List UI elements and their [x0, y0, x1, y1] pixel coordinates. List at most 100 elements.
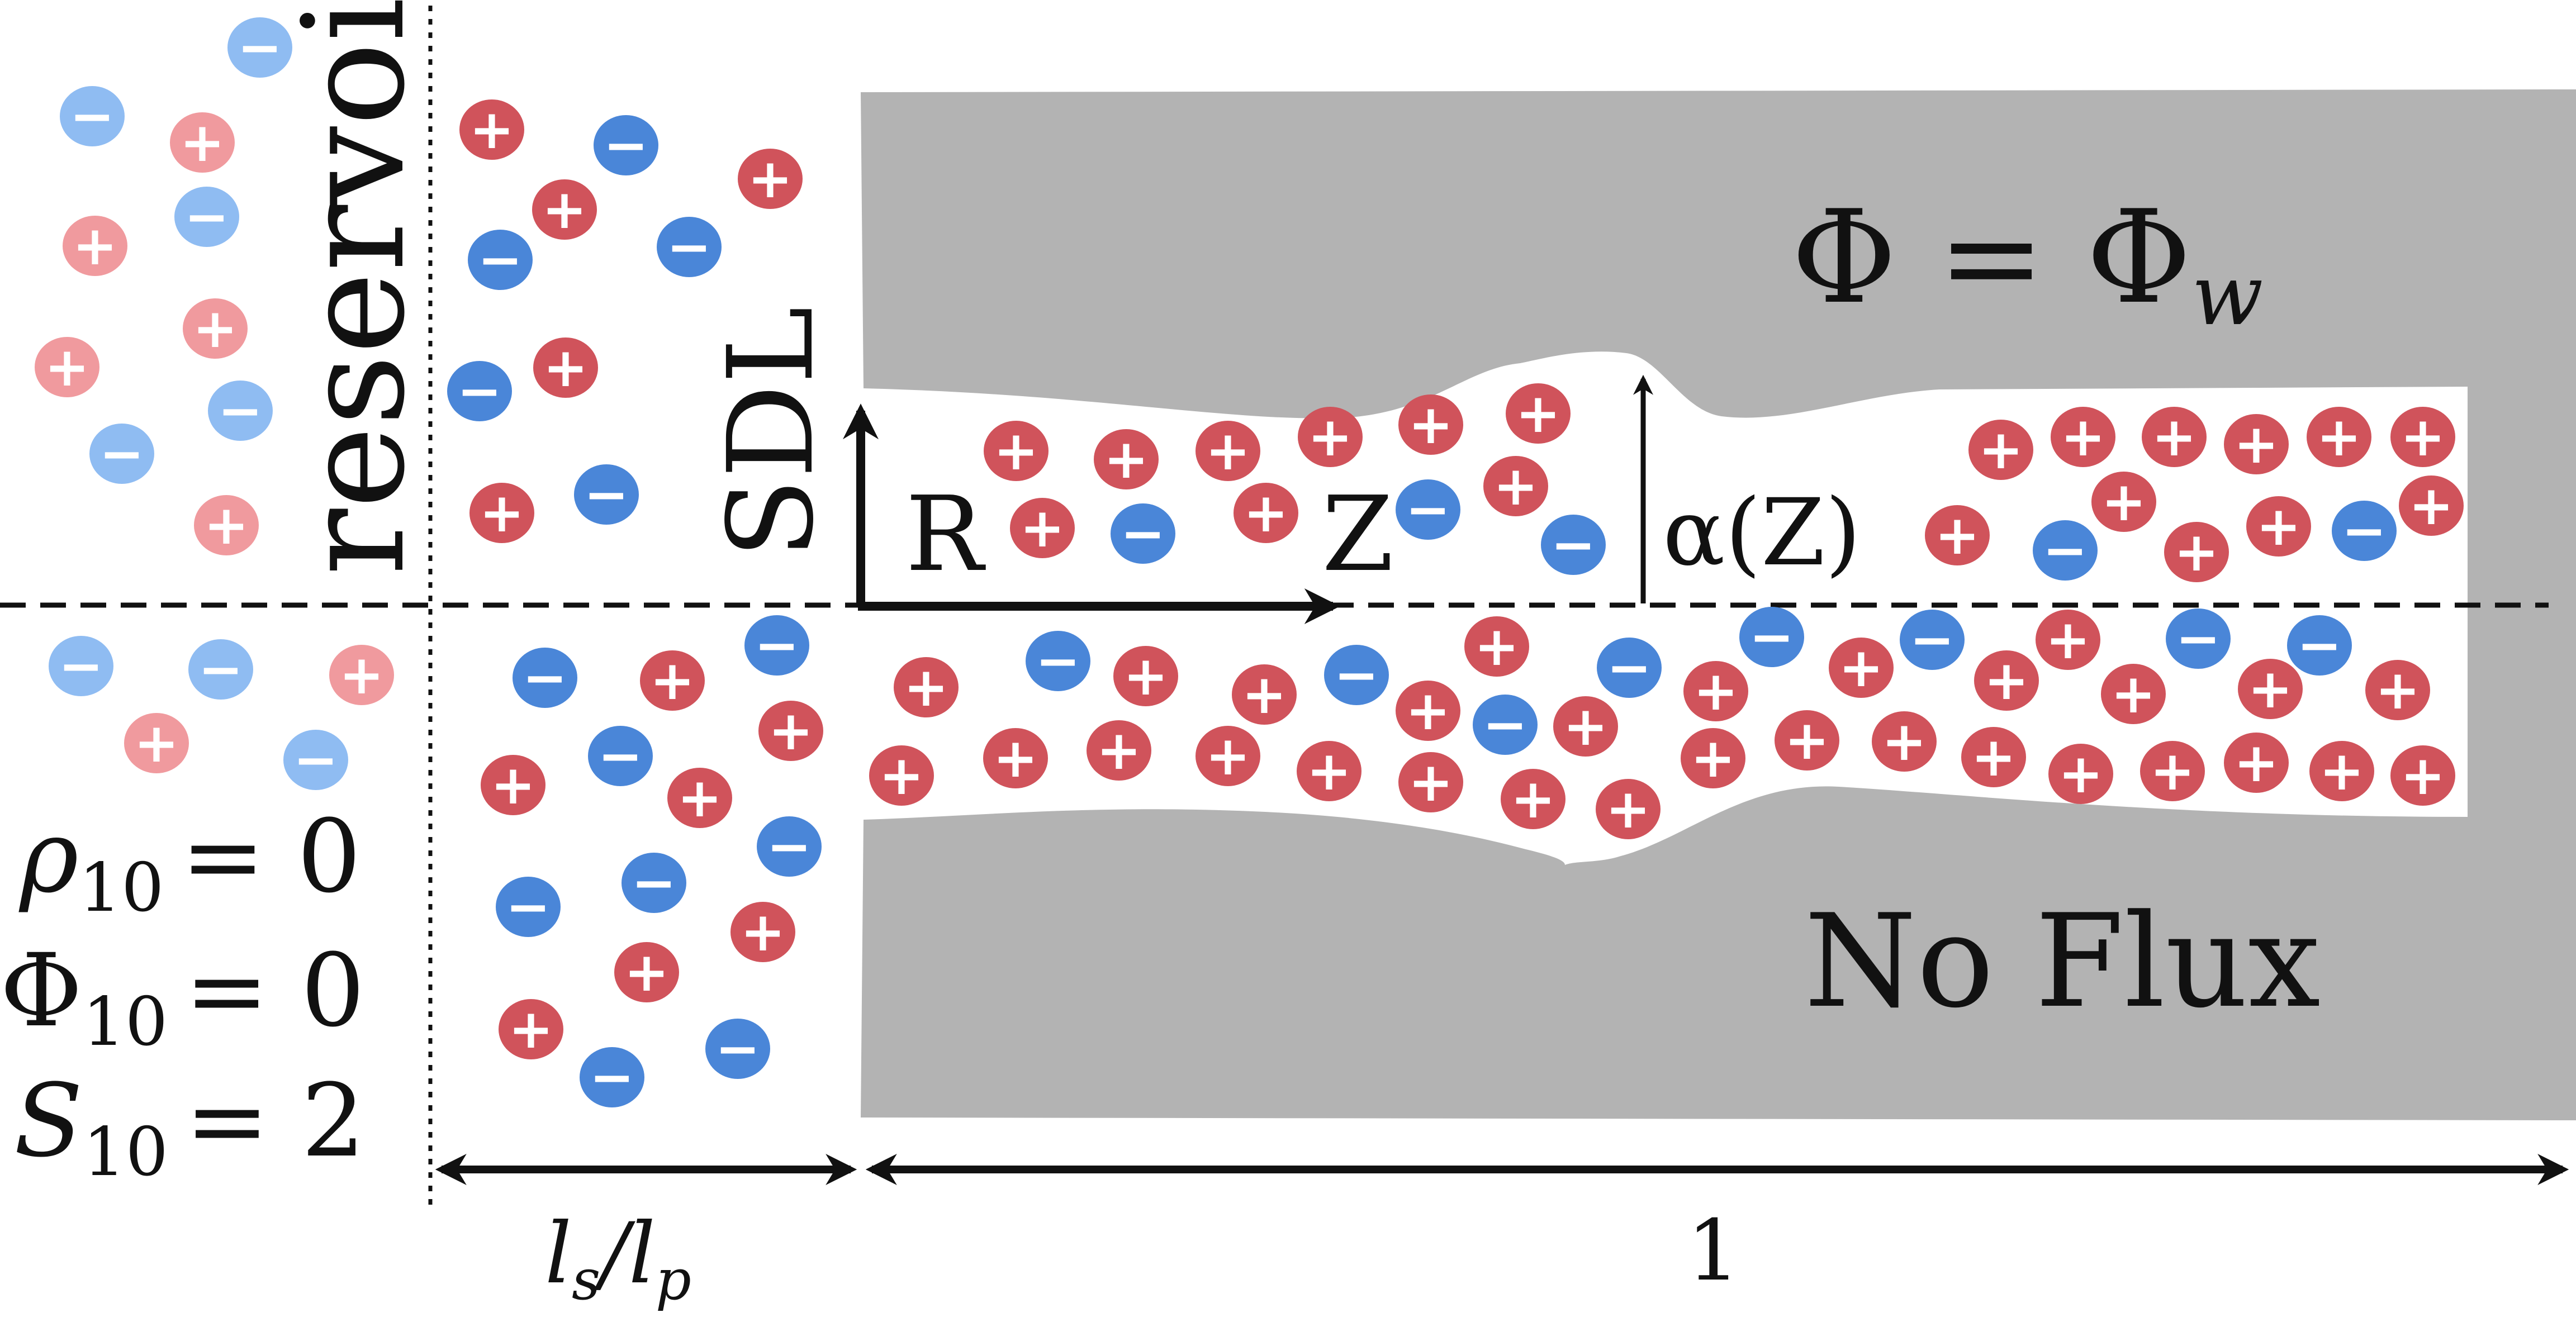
anion-ion: −: [1473, 693, 1538, 756]
ion-charge-symbol: +: [994, 420, 1038, 482]
cation-ion: +: [2101, 663, 2166, 725]
ion-charge-symbol: +: [1979, 419, 2023, 481]
ion-charge-symbol: +: [2046, 608, 2090, 671]
cation-ion: +: [667, 767, 732, 829]
ion-charge-symbol: −: [1749, 606, 1794, 668]
cation-ion: +: [1398, 751, 1463, 814]
anion-ion: −: [60, 85, 125, 148]
lower-wall: [861, 786, 2576, 1120]
ion-charge-symbol: +: [1244, 482, 1288, 544]
anion-ion: −: [174, 186, 239, 248]
ion-charge-symbol: +: [2061, 406, 2105, 468]
anion-ion: −: [705, 1017, 770, 1080]
cation-ion: +: [170, 111, 235, 174]
ion-charge-symbol: −: [184, 186, 229, 248]
ion-charge-symbol: +: [1242, 663, 1287, 726]
cation-ion: +: [481, 754, 545, 816]
anion-ion: −: [1111, 502, 1175, 565]
ion-charge-symbol: −: [1036, 630, 1080, 692]
cation-ion: +: [1234, 482, 1298, 544]
ion-charge-symbol: +: [768, 700, 813, 762]
ion-charge-symbol: +: [1511, 768, 1555, 830]
ion-charge-symbol: +: [469, 98, 514, 161]
cation-ion: +: [1396, 679, 1460, 742]
anion-ion: −: [208, 379, 273, 442]
cation-ion: +: [2238, 658, 2303, 720]
cation-ion: +: [2246, 495, 2311, 558]
ion-charge-symbol: +: [2409, 474, 2454, 537]
cation-ion: +: [1087, 719, 1151, 782]
ion-charge-symbol: −: [238, 16, 282, 79]
cation-ion: +: [2036, 608, 2100, 671]
ion-charge-symbol: −: [1406, 478, 1450, 541]
ion-charge-symbol: +: [2152, 406, 2197, 468]
rho-condition: ρ10= 0: [18, 798, 361, 927]
cation-ion: +: [1968, 419, 2033, 481]
anion-ion: −: [1900, 608, 1965, 671]
anion-ion: −: [574, 463, 639, 526]
ion-charge-symbol: −: [1607, 636, 1652, 699]
phi-condition: Φ10= 0: [0, 933, 365, 1061]
alpha-label: α(Z): [1663, 479, 1861, 586]
ion-charge-symbol: +: [1104, 428, 1149, 491]
ion-charge-symbol: +: [1606, 778, 1650, 840]
cation-ion: +: [1196, 725, 1260, 787]
ion-charge-symbol: +: [1307, 740, 1351, 802]
ion-charge-symbol: +: [2248, 658, 2293, 720]
cation-ion: +: [758, 700, 823, 762]
ion-charge-symbol: +: [993, 727, 1038, 790]
anion-ion: −: [1324, 644, 1389, 706]
ion-charge-symbol: +: [73, 215, 117, 277]
anion-ion: −: [283, 729, 348, 791]
ion-charge-symbol: −: [667, 216, 711, 278]
ion-charge-symbol: +: [2234, 413, 2279, 475]
cation-ion: +: [1961, 726, 2026, 788]
ion-charge-symbol: +: [2058, 743, 2103, 805]
ion-charge-symbol: +: [1691, 727, 1735, 790]
ion-charge-symbol: −: [2043, 519, 2088, 582]
ion-charge-symbol: −: [198, 638, 243, 701]
ion-charge-symbol: −: [1910, 608, 1954, 671]
cation-ion: +: [1464, 615, 1529, 678]
ion-charge-symbol: −: [2342, 500, 2387, 562]
anion-ion: −: [1541, 513, 1606, 576]
ion-charge-symbol: −: [1334, 644, 1379, 706]
ion-charge-symbol: −: [632, 852, 676, 914]
sdl-label: SDL: [703, 306, 839, 559]
ion-charge-symbol: +: [1408, 751, 1453, 814]
reservoir-label: reservoir: [273, 0, 435, 576]
ion-charge-symbol: −: [598, 725, 643, 787]
ion-charge-symbol: −: [2297, 614, 2342, 677]
anion-ion: −: [1396, 478, 1460, 541]
ion-charge-symbol: −: [523, 646, 567, 709]
ion-charge-symbol: +: [2174, 521, 2219, 583]
cation-ion: +: [2365, 659, 2430, 721]
ion-charge-symbol: +: [879, 744, 924, 807]
ion-charge-symbol: +: [1516, 382, 1560, 445]
cation-ion: +: [1297, 740, 1361, 802]
ion-charge-symbol: +: [339, 644, 384, 706]
cation-ion: +: [1196, 420, 1260, 482]
ion-charge-symbol: +: [2375, 659, 2420, 721]
ion-charge-symbol: +: [1839, 636, 1884, 699]
ion-charge-symbol: −: [767, 815, 812, 878]
ion-charge-symbol: +: [491, 754, 535, 816]
cation-ion: +: [1872, 710, 1937, 773]
ion-charge-symbol: +: [2401, 744, 2445, 807]
ion-charge-symbol: +: [1563, 695, 1608, 758]
cation-ion: +: [983, 727, 1048, 790]
cation-ion: +: [2091, 470, 2156, 533]
anion-ion: −: [1739, 606, 1804, 668]
cation-ion: +: [1010, 497, 1075, 559]
cation-ion: +: [1553, 695, 1618, 758]
cation-ion: +: [869, 744, 934, 807]
cation-ion: +: [2142, 406, 2207, 468]
anion-ion: −: [49, 635, 113, 697]
ion-charge-symbol: +: [45, 336, 89, 398]
ion-charge-symbol: +: [2101, 470, 2146, 533]
anion-ion: −: [447, 360, 512, 422]
ion-charge-symbol: +: [624, 941, 669, 1004]
ion-charge-symbol: +: [1406, 679, 1450, 742]
cation-ion: +: [2399, 474, 2464, 537]
ion-charge-symbol: +: [134, 712, 179, 774]
